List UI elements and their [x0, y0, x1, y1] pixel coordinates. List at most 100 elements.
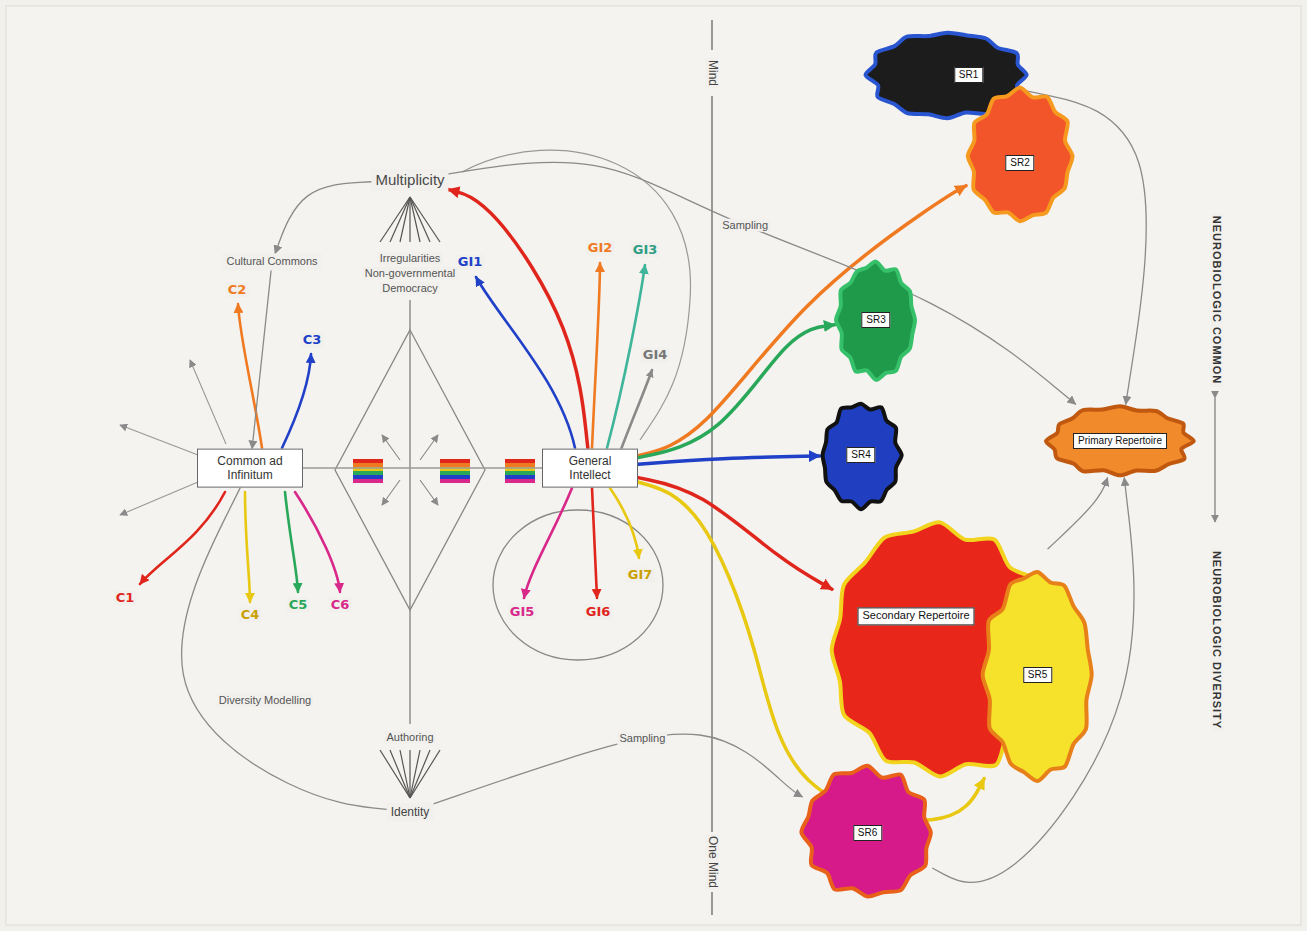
- node-text: Secondary Repertoire: [862, 610, 969, 623]
- stripe: [353, 479, 383, 483]
- stripe: [505, 463, 535, 467]
- region-tag: SR2: [1005, 155, 1034, 171]
- fan-line: [390, 750, 410, 798]
- leader-arrow: [295, 492, 340, 592]
- stripe: [505, 475, 535, 479]
- concept-term: Democracy: [380, 282, 440, 295]
- concept-label: Cultural Commons: [222, 253, 321, 270]
- axis-label: Mind: [705, 58, 719, 88]
- side-arrows: [120, 360, 226, 515]
- fan-line: [380, 197, 410, 242]
- paper-sheet: [6, 6, 1301, 925]
- intellect-leaders: [476, 263, 652, 598]
- intellect-loop: [493, 510, 663, 660]
- connector: [638, 478, 832, 590]
- divider-line: [711, 20, 712, 50]
- stripe-bundle: [353, 459, 383, 483]
- brain-region: Primary Repertoire: [1040, 400, 1200, 482]
- fan-line: [409, 750, 410, 798]
- connector: [182, 487, 387, 809]
- node-text: Multiplicity: [375, 171, 444, 189]
- region-tag: Primary Repertoire: [1073, 433, 1167, 449]
- stripe: [353, 459, 383, 463]
- node-text: SR4: [851, 449, 870, 461]
- commons-leaders: [140, 304, 340, 602]
- handwritten-tag: GI1: [456, 255, 485, 270]
- leader-arrow: [245, 492, 250, 602]
- stripe: [440, 463, 470, 467]
- leader-arrow: [607, 265, 645, 448]
- divider-line: [711, 892, 712, 915]
- fan-line: [410, 750, 440, 798]
- stripe: [440, 459, 470, 463]
- node-text: SR2: [1010, 157, 1029, 169]
- handwritten-tag: GI3: [631, 243, 660, 258]
- stripe: [353, 463, 383, 467]
- stripe: [505, 471, 535, 475]
- concept-term: Authoring: [384, 731, 435, 744]
- stripe: [440, 479, 470, 483]
- stripe: [353, 471, 383, 475]
- fan-line: [410, 750, 430, 798]
- leader-arrow: [140, 492, 225, 584]
- connector: [638, 456, 820, 464]
- brain-region: SR6: [795, 760, 940, 905]
- region-tag: SR3: [861, 312, 890, 328]
- fan-line: [390, 197, 410, 242]
- stripe: [440, 475, 470, 479]
- fan-line: [410, 197, 430, 242]
- small-arrow: [382, 435, 400, 460]
- concept-term: Non-governmental: [363, 267, 458, 280]
- connector: [638, 186, 966, 456]
- connector-label: Sampling: [617, 732, 667, 745]
- region-tag: SR1: [954, 67, 983, 83]
- fan-line: [409, 197, 410, 242]
- concept-box: Common ad Infinitum: [197, 449, 303, 488]
- brain-region: SR4: [815, 395, 907, 515]
- diamond-frame: [335, 330, 485, 610]
- leader-arrow: [620, 370, 652, 452]
- node-text: Common ad Infinitum: [205, 454, 295, 483]
- concept-term: Diversity Modelling: [217, 694, 313, 707]
- leader-arrow: [610, 488, 639, 558]
- brain-region: SR5: [975, 560, 1100, 790]
- colour-stripes: [353, 459, 535, 483]
- stripe: [440, 471, 470, 475]
- connector: [449, 190, 588, 449]
- axis-label: One Mind: [705, 834, 719, 890]
- leader-arrow: [238, 304, 262, 448]
- handwritten-tag: C4: [239, 608, 262, 623]
- handwritten-tag: C1: [114, 591, 137, 606]
- node-text: Cultural Commons: [226, 255, 317, 268]
- connector: [303, 467, 542, 468]
- fan-line: [410, 197, 440, 242]
- region-tag: SR5: [1023, 667, 1052, 683]
- brain-shape: [968, 88, 1073, 222]
- small-arrow: [420, 435, 438, 460]
- connector: [638, 325, 835, 458]
- leader-arrow: [282, 354, 311, 448]
- stripe: [505, 459, 535, 463]
- handwritten-tag: GI4: [641, 348, 670, 363]
- stripe: [353, 475, 383, 479]
- side-arrow: [190, 360, 226, 444]
- small-arrow: [382, 480, 400, 505]
- stripe-bundle: [440, 459, 470, 483]
- brain-shape: [983, 572, 1092, 781]
- brain-region: SR3: [830, 255, 922, 385]
- fan-line: [380, 750, 410, 798]
- leader-arrow: [592, 488, 597, 598]
- region-tag: Secondary Repertoire: [857, 608, 974, 625]
- side-arrow: [120, 482, 198, 515]
- side-arrow: [120, 425, 198, 455]
- concept-term: Irregularities: [378, 252, 443, 265]
- fan-line: [400, 197, 410, 242]
- region-tag: SR6: [853, 825, 882, 841]
- brain-region: SR2: [960, 82, 1080, 230]
- small-arrow: [420, 480, 438, 505]
- stripe-bundle: [505, 459, 535, 483]
- scale-label: NEUROBIOLOGIC COMMON: [1211, 214, 1224, 387]
- leader-arrow: [592, 263, 600, 448]
- connector-label: Sampling: [720, 219, 770, 232]
